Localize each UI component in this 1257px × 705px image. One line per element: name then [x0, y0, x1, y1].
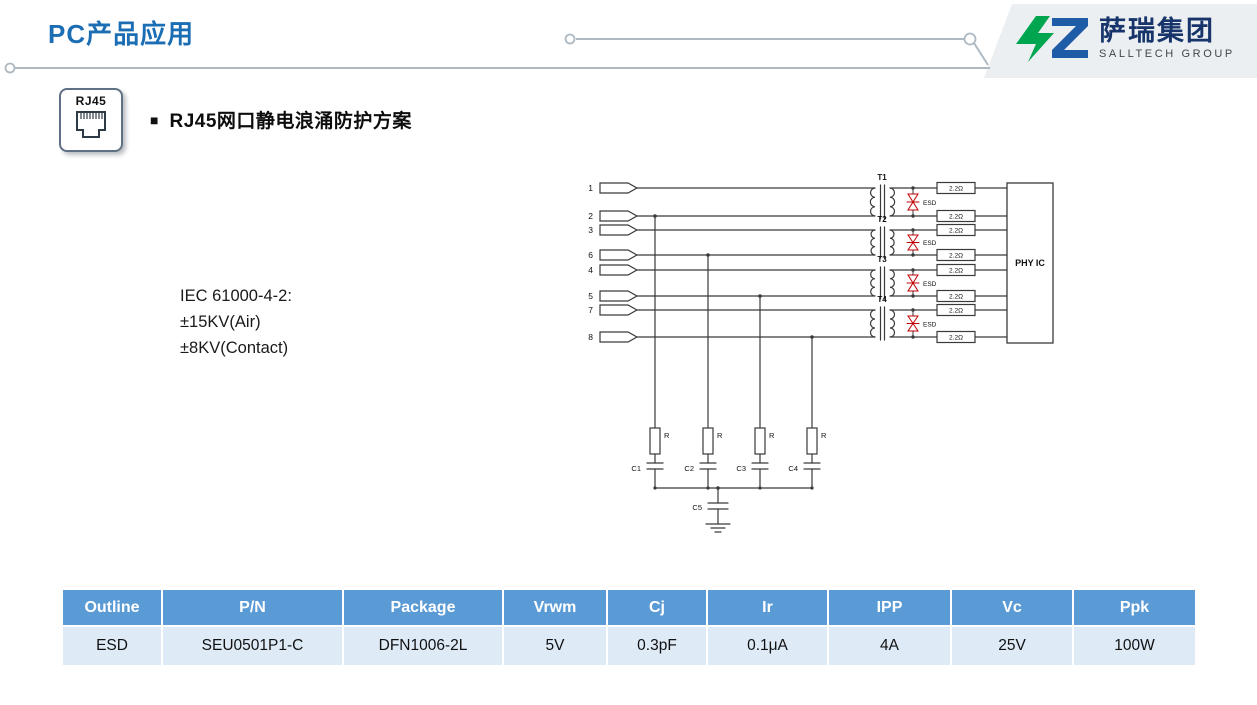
series-resistor-group: 2.2Ω 2.2Ω 2.2Ω 2.2Ω 2.2Ω 2.2Ω 2.2Ω 2.2Ω	[889, 181, 1008, 344]
esd-diode: ESD	[906, 268, 937, 298]
page-title: PC产品应用	[48, 19, 195, 49]
termination-resistor-label: R	[821, 431, 827, 440]
rj45-jack-icon	[76, 111, 106, 138]
table-header-ipp: IPP	[828, 589, 951, 626]
iec-spec-line1: IEC 61000-4-2:	[180, 287, 292, 305]
iec-spec-note: IEC 61000-4-2: ±15KV(Air) ±8KV(Contact)	[180, 283, 292, 361]
series-resistor-label: 2.2Ω	[949, 214, 963, 221]
transformer-t3: T3	[870, 255, 895, 300]
series-resistor-label: 2.2Ω	[949, 268, 963, 275]
table-header-pn: P/N	[162, 589, 343, 626]
circuit-schematic: 1 2 3 6 4 5 7 8 T1 T2	[588, 173, 1054, 533]
pin-label: 4	[588, 265, 593, 275]
rj45-icon: RJ45	[59, 88, 123, 152]
table-cell-vc: 25V	[951, 626, 1073, 666]
transformer-t4: T4	[869, 295, 896, 341]
iec-spec-line3: ±8KV(Contact)	[180, 339, 289, 357]
pin-label: 6	[588, 250, 593, 260]
transformer-t1: T1	[869, 173, 896, 220]
capacitor-label: C4	[788, 464, 798, 473]
series-resistor-label: 2.2Ω	[949, 308, 963, 315]
table-cell-pn: SEU0501P1-C	[162, 626, 343, 666]
table-cell-ir: 0.1μA	[707, 626, 828, 666]
pin-label: 8	[588, 332, 593, 342]
esd-diode: ESD	[906, 186, 937, 218]
divider-dot-icon	[963, 32, 977, 46]
phy-ic-block: PHY IC	[1006, 182, 1054, 344]
pin-label: 1	[588, 183, 593, 193]
spec-table: Outline P/N Package Vrwm Cj Ir IPP Vc Pp…	[62, 589, 1196, 666]
logo-company-name: 萨瑞集团	[1099, 16, 1215, 46]
bullet-icon: ■	[150, 111, 159, 128]
transformer-label: T4	[877, 295, 887, 304]
series-resistor-label: 2.2Ω	[949, 186, 963, 193]
pin-label: 2	[588, 211, 593, 221]
iec-spec-line2: ±15KV(Air)	[180, 313, 261, 331]
pin-label: 3	[588, 225, 593, 235]
table-cell-vrwm: 5V	[503, 626, 607, 666]
capacitor-label: C2	[684, 464, 694, 473]
table-header-ppk: Ppk	[1073, 589, 1196, 626]
transformer-label: T3	[877, 255, 887, 264]
pin-label: 7	[588, 305, 593, 315]
logo-subtitle: SALLTECH GROUP	[1099, 48, 1235, 60]
transformer-t2: T2	[870, 215, 895, 259]
rj45-icon-label: RJ45	[75, 94, 107, 108]
transformer-label: T1	[877, 173, 887, 182]
table-header-vc: Vc	[951, 589, 1073, 626]
series-resistor-label: 2.2Ω	[949, 335, 963, 342]
series-resistor-label: 2.2Ω	[949, 228, 963, 235]
divider-line-diagonal	[973, 42, 989, 66]
capacitor-label: C1	[631, 464, 641, 473]
capacitor-label: C5	[692, 503, 702, 512]
series-resistor-label: 2.2Ω	[949, 294, 963, 301]
section-heading-row: ■ RJ45网口静电浪涌防护方案	[150, 106, 412, 133]
table-header-outline: Outline	[62, 589, 162, 626]
ground-icon	[705, 523, 731, 533]
esd-label: ESD	[923, 240, 937, 247]
table-header-cj: Cj	[607, 589, 707, 626]
esd-label: ESD	[923, 322, 937, 329]
termination-resistor-label: R	[769, 431, 775, 440]
capacitor-label: C3	[736, 464, 746, 473]
esd-diode-group: ESD ESD ESD	[906, 186, 937, 339]
table-header-ir: Ir	[707, 589, 828, 626]
table-header-package: Package	[343, 589, 503, 626]
phy-ic-label: PHY IC	[1015, 258, 1045, 268]
table-cell-cj: 0.3pF	[607, 626, 707, 666]
divider-dot-icon	[564, 33, 576, 45]
table-cell-ppk: 100W	[1073, 626, 1196, 666]
table-cell-package: DFN1006-2L	[343, 626, 503, 666]
esd-label: ESD	[923, 200, 937, 207]
esd-diode: ESD	[906, 308, 937, 339]
transformer-label: T2	[877, 215, 887, 224]
table-cell-ipp: 4A	[828, 626, 951, 666]
company-logo: 萨瑞集团 SALLTECH GROUP	[1014, 12, 1235, 64]
pin-label: 5	[588, 291, 593, 301]
esd-label: ESD	[923, 281, 937, 288]
table-cell-outline: ESD	[62, 626, 162, 666]
termination-resistor-label: R	[664, 431, 670, 440]
rj45-pin-group: 1 2 3 6 4 5 7 8	[588, 182, 876, 343]
divider-dot-icon	[4, 62, 16, 74]
logo-mark-icon	[1016, 16, 1088, 62]
table-header-vrwm: Vrwm	[503, 589, 607, 626]
series-resistor-label: 2.2Ω	[949, 253, 963, 260]
termination-network: R C1 R C2 R C3 R C4	[631, 214, 827, 533]
section-heading: RJ45网口静电浪涌防护方案	[169, 111, 412, 132]
termination-resistor-label: R	[717, 431, 723, 440]
esd-diode: ESD	[906, 228, 937, 257]
